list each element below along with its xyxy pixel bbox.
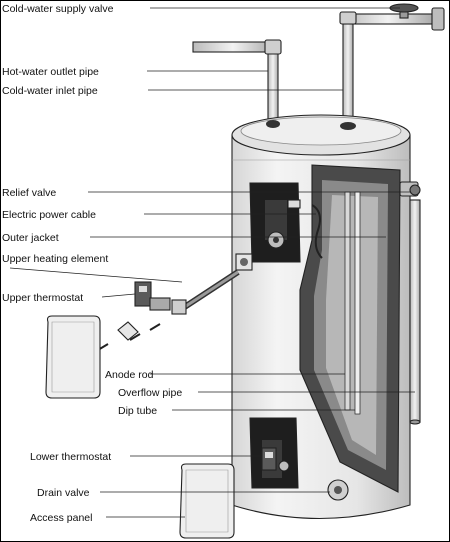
label-overflow-pipe: Overflow pipe bbox=[118, 387, 182, 399]
label-cold-water-inlet-pipe: Cold-water inlet pipe bbox=[2, 85, 98, 97]
anode-rod-icon bbox=[344, 191, 351, 411]
label-lower-thermostat: Lower thermostat bbox=[30, 451, 111, 463]
label-electric-power-cable: Electric power cable bbox=[2, 209, 96, 221]
electric-power-cable-icon bbox=[287, 199, 323, 259]
drain-valve-icon bbox=[327, 479, 349, 501]
thermostat-clip-icon bbox=[97, 321, 161, 351]
label-relief-valve: Relief valve bbox=[2, 187, 56, 199]
label-drain-valve: Drain valve bbox=[37, 487, 90, 499]
overflow-pipe-icon bbox=[409, 199, 421, 425]
leader-lines bbox=[9, 7, 415, 518]
cold-water-supply-pipe bbox=[339, 7, 445, 131]
label-cold-water-supply-valve: Cold-water supply valve bbox=[2, 3, 114, 15]
label-hot-water-outlet-pipe: Hot-water outlet pipe bbox=[2, 66, 99, 78]
lower-access-panel-icon bbox=[179, 463, 235, 539]
label-upper-thermostat: Upper thermostat bbox=[2, 292, 83, 304]
upper-thermostat-icon bbox=[134, 281, 171, 311]
upper-heating-element-icon bbox=[171, 253, 253, 315]
upper-access-panel-icon bbox=[45, 315, 101, 399]
label-outer-jacket: Outer jacket bbox=[2, 232, 59, 244]
upper-access-opening bbox=[249, 182, 301, 263]
hot-water-outlet-pipe-icon bbox=[192, 39, 282, 123]
label-access-panel: Access panel bbox=[30, 512, 92, 524]
dip-tube-icon bbox=[354, 191, 361, 415]
label-upper-heating-element: Upper heating element bbox=[2, 253, 108, 265]
relief-valve-icon bbox=[399, 181, 421, 197]
lower-thermostat-icon bbox=[261, 447, 290, 472]
label-anode-rod: Anode rod bbox=[105, 369, 154, 381]
labels: Cold-water supply valve Hot-water outlet… bbox=[2, 3, 182, 524]
label-dip-tube: Dip tube bbox=[118, 405, 157, 417]
